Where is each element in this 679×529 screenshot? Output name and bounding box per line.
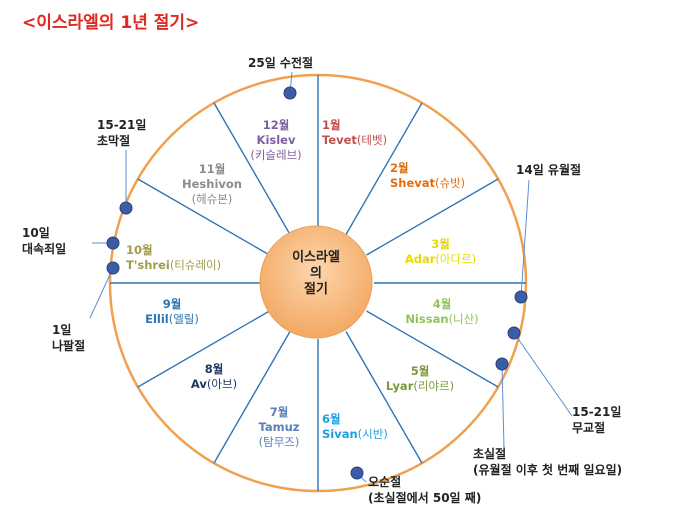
- month-name: Tevet: [322, 133, 357, 147]
- festival-marker-pentecost: [350, 466, 364, 480]
- festival-marker-passover: [514, 290, 528, 304]
- month-number: 9월: [162, 297, 182, 311]
- month-korean: (리야르): [413, 379, 455, 393]
- month-number: 4월: [432, 297, 452, 311]
- month-name: Heshivon: [182, 177, 242, 191]
- festival-label-unleavened-bread: 15-21일 무교절: [572, 405, 622, 435]
- month-korean: (아다르): [435, 252, 477, 266]
- leader-lines: [89, 71, 573, 483]
- festival-marker-sukkot: [119, 201, 133, 215]
- month-divider: [345, 331, 423, 464]
- month-divider: [137, 310, 270, 388]
- center-label-line1: 이스라엘: [292, 250, 340, 265]
- festival-markers: [106, 86, 528, 480]
- month-korean: (시반): [357, 427, 388, 441]
- page-title: <이스라엘의 1년 절기>: [22, 13, 200, 33]
- month-name: Ellil: [145, 312, 169, 326]
- month-name: Adar: [404, 252, 436, 266]
- month-korean: (슈밧): [435, 176, 466, 190]
- month-korean: (키슬레브): [250, 148, 302, 162]
- center-circle: [259, 225, 373, 339]
- month-number: 12월: [262, 118, 290, 132]
- month-label-heshivon: 11월 Heshivon (헤슈본): [152, 162, 272, 207]
- leader-line-unleavened-bread: [513, 332, 573, 417]
- month-korean: (탐무즈): [258, 435, 300, 449]
- month-korean: (아브): [206, 377, 238, 391]
- month-divider: [345, 102, 423, 235]
- month-number: 2월: [390, 161, 409, 175]
- month-name: Lyar: [385, 379, 414, 393]
- festival-label-pentecost: 오순절 (초실절에서 50일 째): [368, 475, 482, 505]
- month-number: 6월: [322, 412, 341, 426]
- month-divider: [137, 178, 270, 256]
- month-number: 5월: [410, 364, 430, 378]
- month-name: Tamuz: [258, 420, 300, 434]
- month-korean: (테벳): [356, 133, 388, 147]
- month-dividers: [110, 75, 526, 491]
- month-label-kislev: 12월 Kislev (키슬레브): [236, 118, 316, 163]
- festival-label-hanukkah: 25일 수전절: [248, 56, 314, 70]
- festival-label-first-fruits: 초실절 (유월절 이후 첫 번째 일요일): [473, 447, 623, 477]
- month-name: Sivan: [322, 427, 358, 441]
- festival-marker-rosh-hashanah: [106, 261, 120, 275]
- month-number: 10월: [126, 243, 153, 257]
- month-divider: [366, 310, 499, 388]
- month-name: Av: [190, 377, 207, 391]
- month-number: 8월: [204, 362, 224, 376]
- leader-line-passover: [520, 179, 530, 298]
- month-name: Nissan: [405, 312, 449, 326]
- festival-marker-yom-kippur: [106, 236, 120, 250]
- month-korean: (헤슈본): [191, 192, 233, 206]
- month-name: Kislev: [256, 133, 296, 147]
- month-number: 1월: [322, 118, 341, 132]
- month-label-av: 8월 Av(아브): [178, 362, 250, 392]
- month-divider: [213, 102, 291, 235]
- month-label-adar: 3월 Adar(아다르): [403, 237, 478, 267]
- festival-marker-first-fruits: [495, 357, 509, 371]
- festival-label-sukkot: 15-21일 초막절: [97, 118, 147, 148]
- month-label-nissan: 4월 Nissan(니산): [402, 297, 482, 327]
- month-label-shevat: 2월 Shevat(슈밧): [390, 161, 465, 191]
- month-label-ellil: 9월 Ellil(엘릴): [132, 297, 212, 327]
- festival-marker-hanukkah: [283, 86, 297, 100]
- month-korean: (니산): [448, 312, 479, 326]
- month-divider: [366, 178, 499, 256]
- center-label-line3: 절기: [304, 282, 328, 297]
- month-number: 11월: [198, 162, 226, 176]
- festival-marker-unleavened-bread: [507, 326, 521, 340]
- month-label-tshrei: 10월 T'shrei(티슈레이): [126, 243, 221, 273]
- month-number: 3월: [431, 237, 450, 251]
- month-name: Shevat: [390, 176, 436, 190]
- month-label-lyar: 5월 Lyar(리야르): [380, 364, 460, 394]
- festival-label-yom-kippur: 10일 대속죄일: [22, 226, 67, 256]
- month-divider: [213, 331, 291, 464]
- month-number: 7월: [269, 405, 289, 419]
- center-label: 이스라엘 의 절기: [262, 250, 370, 298]
- festival-label-rosh-hashanah: 1일 나팔절: [52, 323, 86, 353]
- month-label-tevet: 1월 Tevet(테벳): [322, 118, 387, 148]
- center-label-line2: 의: [310, 266, 322, 281]
- leader-line-first-fruits: [501, 363, 505, 449]
- month-korean: (엘릴): [168, 312, 199, 326]
- month-korean: (티슈레이): [169, 258, 222, 272]
- festival-label-passover: 14일 유월절: [516, 163, 582, 177]
- month-name: T'shrei: [126, 258, 170, 272]
- leader-line-rosh-hashanah: [89, 267, 114, 319]
- month-label-sivan: 6월 Sivan(시반): [322, 412, 388, 442]
- month-label-tamuz: 7월 Tamuz (탐무즈): [248, 405, 310, 450]
